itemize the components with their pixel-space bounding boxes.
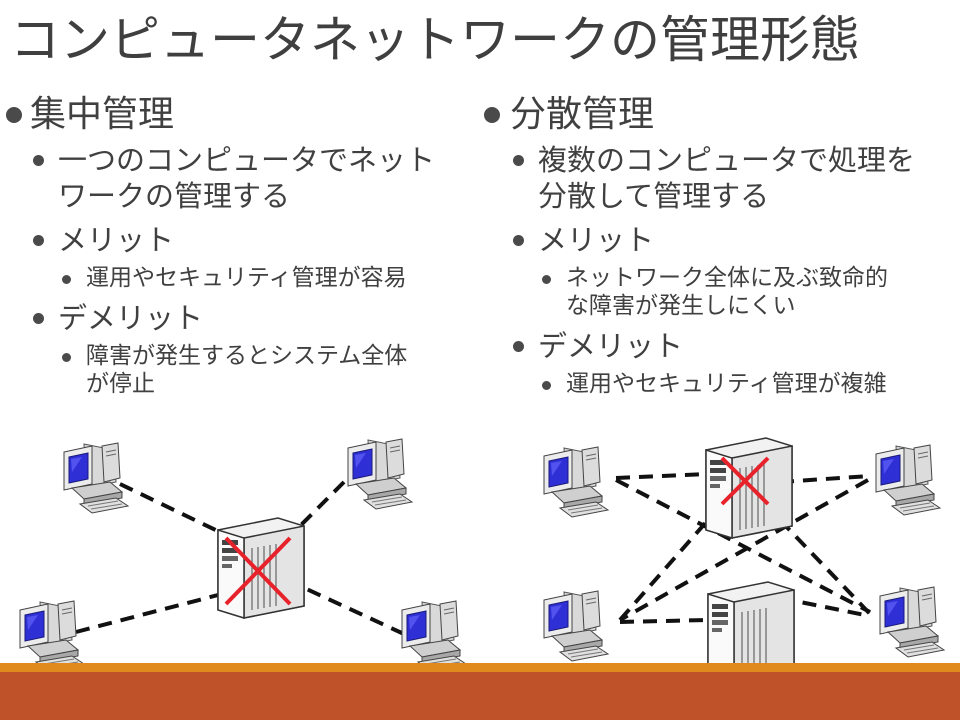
network-links	[75, 480, 405, 636]
bullet-icon	[513, 235, 524, 246]
heading-text: 集中管理	[30, 94, 175, 135]
line-text: デメリット	[58, 301, 204, 335]
bullet-icon	[542, 275, 551, 284]
bullet-icon	[62, 353, 71, 362]
centralized-demerit-label: デメリット	[0, 300, 470, 336]
distributed-heading: 分散管理	[482, 92, 952, 138]
server-tower-icon	[707, 581, 795, 665]
line-text: メリット	[58, 223, 175, 257]
heading-text: 分散管理	[510, 94, 655, 135]
distributed-section: 分散管理 複数のコンピュータで処理を 分散して管理する メリット ネットワーク全…	[482, 92, 952, 398]
centralized-diagram	[19, 438, 467, 665]
centralized-merit-label: メリット	[0, 222, 470, 258]
centralized-merit-item: 運用やセキュリティ管理が容易	[0, 264, 470, 292]
desktop-computer-icon	[543, 590, 609, 662]
desktop-computer-icon	[543, 446, 609, 518]
line-text: 障害が発生するとシステム全体	[86, 343, 408, 369]
bullet-icon	[33, 235, 44, 246]
distributed-demerit-label: デメリット	[482, 328, 952, 364]
footer-bar	[0, 672, 960, 720]
line-text: 複数のコンピュータで処理を	[538, 143, 916, 177]
distributed-diagram	[543, 437, 945, 665]
line-text: デメリット	[538, 329, 684, 363]
line-text: ワークの管理する	[58, 179, 291, 213]
bullet-icon	[542, 381, 551, 390]
network-diagrams	[19, 437, 945, 665]
desktop-computer-icon	[879, 586, 945, 658]
centralized-demerit-item: 障害が発生するとシステム全体 が停止	[0, 342, 470, 398]
bullet-icon	[6, 107, 22, 123]
server-tower-icon	[705, 437, 793, 539]
footer-accent-bar	[0, 663, 960, 672]
line-text: な障害が発生しにくい	[566, 293, 796, 319]
desktop-computer-icon	[63, 442, 129, 514]
failure-x-mark	[720, 456, 770, 506]
distributed-merit-item: ネットワーク全体に及ぶ致命的 な障害が発生しにくい	[482, 264, 952, 320]
line-text: 分散して管理する	[538, 179, 770, 213]
failure-x-mark	[224, 536, 292, 606]
bullet-icon	[62, 275, 71, 284]
line-text: メリット	[538, 223, 655, 257]
line-text: ネットワーク全体に及ぶ致命的	[566, 265, 888, 291]
desktop-computer-icon	[347, 438, 413, 510]
desktop-computer-icon	[401, 600, 467, 665]
line-text: 一つのコンピュータでネット	[58, 143, 436, 177]
network-links	[615, 472, 874, 624]
bullet-icon	[513, 341, 524, 352]
bullet-icon	[484, 107, 500, 123]
centralized-description: 一つのコンピュータでネット ワークの管理する	[0, 142, 470, 214]
distributed-description: 複数のコンピュータで処理を 分散して管理する	[482, 142, 952, 214]
desktop-computer-icon	[19, 600, 85, 665]
line-text: が停止	[86, 371, 155, 397]
bullet-icon	[33, 313, 44, 324]
distributed-demerit-item: 運用やセキュリティ管理が複雑	[482, 370, 952, 398]
line-text: 運用やセキュリティ管理が複雑	[566, 371, 887, 397]
slide-title: コンピュータネットワークの管理形態	[10, 11, 860, 69]
bullet-icon	[513, 155, 524, 166]
desktop-computer-icon	[875, 444, 941, 516]
centralized-section: 集中管理 一つのコンピュータでネット ワークの管理する メリット 運用やセキュリ…	[0, 92, 470, 398]
centralized-heading: 集中管理	[0, 92, 470, 138]
bullet-icon	[33, 155, 44, 166]
line-text: 運用やセキュリティ管理が容易	[86, 265, 407, 291]
distributed-merit-label: メリット	[482, 222, 952, 258]
